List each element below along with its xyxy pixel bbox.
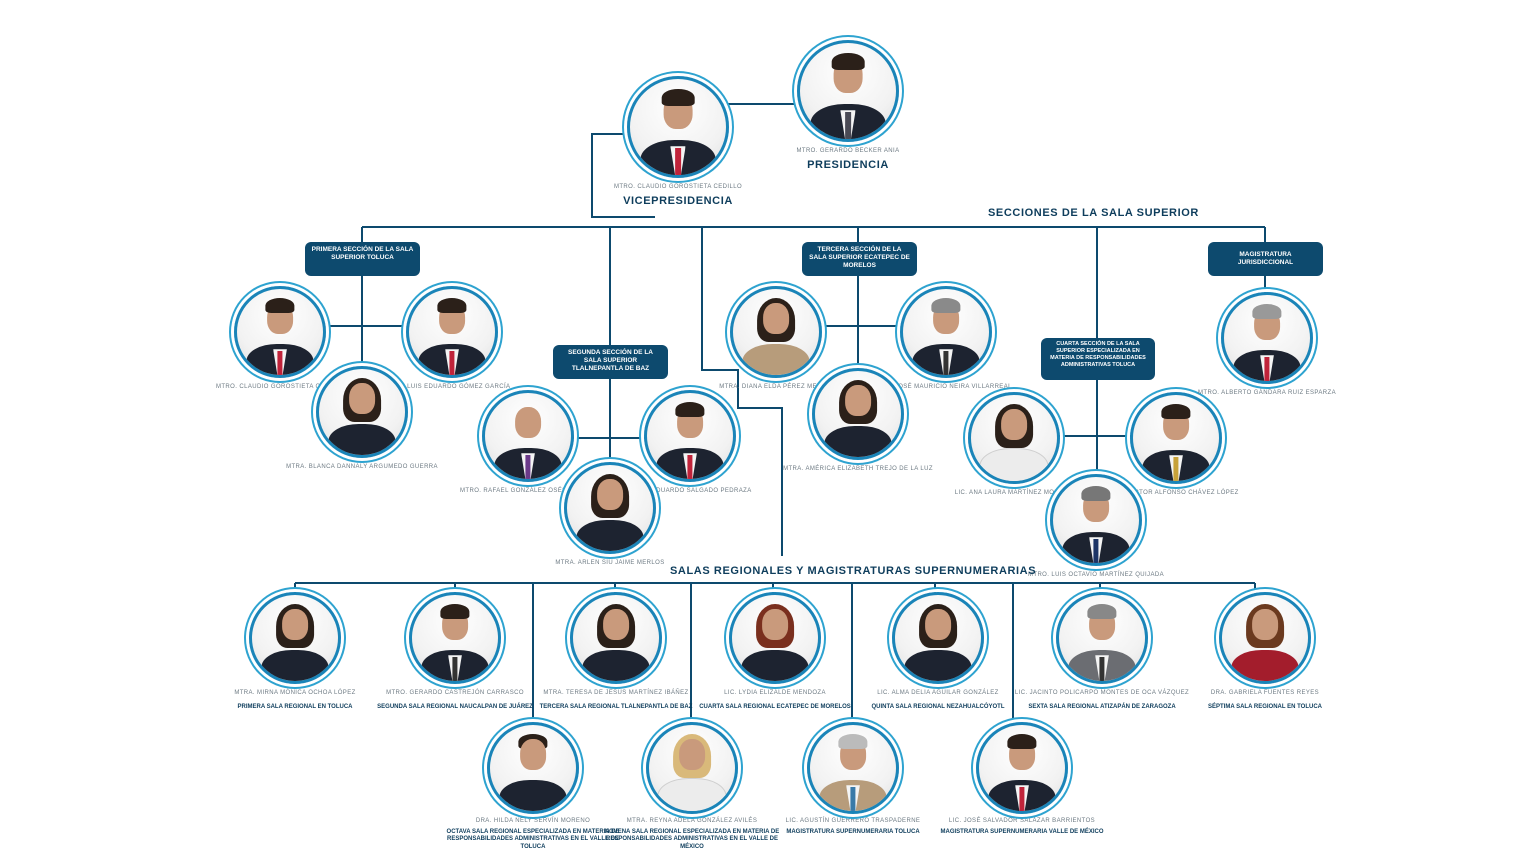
member-photo xyxy=(1050,474,1142,566)
member-name: MTRA. TERESA DE JESÚS MARTÍNEZ IBÁÑEZ xyxy=(543,690,689,696)
member-photo xyxy=(976,722,1068,814)
sala-node-9: MTRA. REYNA ADELA GONZÁLEZ AVILÉS NOVENA… xyxy=(602,722,782,851)
member-c2: LIC. VÍCTOR ALFONSO CHÁVEZ LÓPEZ xyxy=(1086,392,1266,498)
member-name: LIC. ANA LAURA MARTÍNEZ MORENO xyxy=(954,490,1074,496)
member-t2: LIC. JOSÉ MAURICIO NEIRA VILLARREAL xyxy=(856,286,1036,392)
member-name: MTRO. EDUARDO SALGADO PEDRAZA xyxy=(628,488,752,494)
vicepresident-name: MTRO. CLAUDIO GOROSTIETA CEDILLO xyxy=(613,184,743,190)
member-photo xyxy=(487,722,579,814)
member-photo xyxy=(900,286,992,378)
sala-name: SEXTA SALA REGIONAL ATIZAPÁN DE ZARAGOZA xyxy=(1028,703,1176,710)
sala-node-8: DRA. HILDA NELY SERVÍN MORENO OCTAVA SAL… xyxy=(443,722,623,851)
member-photo xyxy=(812,368,904,460)
presidencia-node: MTRO. GERARDO BECKER ANIA PRESIDENCIA xyxy=(758,40,938,171)
sala-node-7: DRA. GABRIELA FUENTES REYES SÉPTIMA SALA… xyxy=(1175,592,1355,711)
member-name: DRA. HILDA NELY SERVÍN MORENO xyxy=(475,818,591,824)
member-c3: MTRO. LUIS OCTAVIO MARTÍNEZ QUIJADA xyxy=(1006,474,1186,580)
sala-node-11: LIC. JOSÉ SALVADOR SALAZAR BARRIENTOS MA… xyxy=(932,722,1112,836)
sala-name: SÉPTIMA SALA REGIONAL EN TOLUCA xyxy=(1207,703,1322,710)
member-name: LIC. ALMA DELIA AGUILAR GONZÁLEZ xyxy=(877,690,999,696)
sala-name: OCTAVA SALA REGIONAL ESPECIALIZADA EN MA… xyxy=(446,828,620,850)
member-photo xyxy=(729,592,821,684)
member-name: MTRO. LUIS OCTAVIO MARTÍNEZ QUIJADA xyxy=(1027,572,1164,578)
member-name: MTRA. BLANCA DANNALY ARGUMEDO GUERRA xyxy=(286,464,438,470)
sala-name: SEGUNDA SALA REGIONAL NAUCALPAN DE JUÁRE… xyxy=(377,703,533,710)
member-photo xyxy=(249,592,341,684)
member-photo xyxy=(234,286,326,378)
member-photo xyxy=(807,722,899,814)
sala-node-2: MTRO. GERARDO CASTREJÓN CARRASCO SEGUNDA… xyxy=(365,592,545,711)
member-name: LIC. VÍCTOR ALFONSO CHÁVEZ LÓPEZ xyxy=(1113,490,1239,496)
president-photo xyxy=(797,40,899,142)
member-name: MTRA. AMÉRICA ELIZABETH TREJO DE LA LUZ xyxy=(783,466,933,472)
member-photo xyxy=(644,390,736,482)
sala-name: TERCERA SALA REGIONAL TLALNEPANTLA DE BA… xyxy=(539,703,693,710)
president-name: MTRO. GERARDO BECKER ANIA xyxy=(796,148,900,154)
tercera-seccion-label: TERCERA SECCIÓN DE LA SALA SUPERIOR ECAT… xyxy=(802,242,917,276)
member-name: MTRO. GERARDO CASTREJÓN CARRASCO xyxy=(386,690,524,696)
sala-node-3: MTRA. TERESA DE JESÚS MARTÍNEZ IBÁÑEZ TE… xyxy=(526,592,706,711)
member-photo xyxy=(409,592,501,684)
member-name: DRA. GABRIELA FUENTES REYES xyxy=(1210,690,1320,696)
member-name: LIC. AGUSTÍN GUERRERO TRASPADERNE xyxy=(785,818,921,824)
member-photo xyxy=(646,722,738,814)
member-photo xyxy=(1221,292,1313,384)
sala-name: QUINTA SALA REGIONAL NEZAHUALCÓYOTL xyxy=(871,703,1005,710)
segunda-seccion-label: SEGUNDA SECCIÓN DE LA SALA SUPERIOR TLAL… xyxy=(553,345,668,379)
member-s1: MTRO. RAFAEL GONZÁLEZ OSÉS CEREZO xyxy=(438,390,618,496)
member-photo xyxy=(968,392,1060,484)
member-photo xyxy=(892,592,984,684)
member-name: LIC. JOSÉ SALVADOR SALAZAR BARRIENTOS xyxy=(948,818,1096,824)
sala-node-1: MTRA. MIRNA MÓNICA OCHOA LÓPEZ PRIMERA S… xyxy=(205,592,385,711)
president-role: PRESIDENCIA xyxy=(807,158,889,171)
member-t1: MTRA. DIANA ELDA PÉREZ MEDINA xyxy=(686,286,866,392)
sala-node-5: LIC. ALMA DELIA AGUILAR GONZÁLEZ QUINTA … xyxy=(848,592,1028,711)
member-name: LIC. LYDIA ELIZALDE MENDOZA xyxy=(724,690,826,696)
member-p1: MTRO. CLAUDIO GOROSTIETA CEDILLO xyxy=(190,286,370,392)
member-name: LIC. JOSÉ MAURICIO NEIRA VILLARREAL xyxy=(880,384,1012,390)
secciones-heading: SECCIONES DE LA SALA SUPERIOR xyxy=(988,207,1199,219)
member-t3: MTRA. AMÉRICA ELIZABETH TREJO DE LA LUZ xyxy=(768,368,948,474)
member-photo xyxy=(1219,592,1311,684)
member-p3: MTRA. BLANCA DANNALY ARGUMEDO GUERRA xyxy=(272,366,452,472)
cuarta-seccion-label: CUARTA SECCIÓN DE LA SALA SUPERIOR ESPEC… xyxy=(1041,338,1155,380)
member-name: MTRO. RAFAEL GONZÁLEZ OSÉS CEREZO xyxy=(460,488,596,494)
member-name: MTRA. DIANA ELDA PÉREZ MEDINA xyxy=(719,384,833,390)
member-name: MTRA. REYNA ADELA GONZÁLEZ AVILÉS xyxy=(626,818,758,824)
member-m1: MTRO. ALBERTO GÁNDARA RUIZ ESPARZA xyxy=(1177,292,1357,398)
member-photo xyxy=(406,286,498,378)
vicepresidencia-node: MTRO. CLAUDIO GOROSTIETA CEDILLO VICEPRE… xyxy=(588,76,768,207)
member-c1: LIC. ANA LAURA MARTÍNEZ MORENO xyxy=(924,392,1104,498)
member-photo xyxy=(316,366,408,458)
member-photo xyxy=(482,390,574,482)
member-name: LIC. JACINTO POLICARPO MONTES DE OCA VÁZ… xyxy=(1014,690,1190,696)
member-name: DR. LUIS EDUARDO GÓMEZ GARCÍA xyxy=(393,384,511,390)
member-name: MTRO. ALBERTO GÁNDARA RUIZ ESPARZA xyxy=(1198,390,1336,396)
sala-node-6: LIC. JACINTO POLICARPO MONTES DE OCA VÁZ… xyxy=(1012,592,1192,711)
member-s2: MTRO. EDUARDO SALGADO PEDRAZA xyxy=(600,390,780,496)
sala-node-4: LIC. LYDIA ELIZALDE MENDOZA CUARTA SALA … xyxy=(685,592,865,711)
sala-name: MAGISTRATURA SUPERNUMERARIA VALLE DE MÉX… xyxy=(940,828,1104,835)
vicepresident-role: VICEPRESIDENCIA xyxy=(623,194,733,207)
salas-heading: SALAS REGIONALES Y MAGISTRATURAS SUPERNU… xyxy=(670,565,1037,577)
sala-name: NOVENA SALA REGIONAL ESPECIALIZADA EN MA… xyxy=(604,828,780,850)
member-photo xyxy=(730,286,822,378)
member-s3: MTRA. ARLEN SIU JAIME MERLOS xyxy=(520,462,700,568)
sala-node-10: LIC. AGUSTÍN GUERRERO TRASPADERNE MAGIST… xyxy=(763,722,943,836)
primera-seccion-label: PRIMERA SECCIÓN DE LA SALA SUPERIOR TOLU… xyxy=(305,242,420,276)
member-photo xyxy=(1130,392,1222,484)
sala-name: CUARTA SALA REGIONAL ECATEPEC DE MORELOS xyxy=(699,703,851,710)
sala-name: MAGISTRATURA SUPERNUMERARIA TOLUCA xyxy=(786,828,920,835)
vicepresident-photo xyxy=(627,76,729,178)
member-photo xyxy=(570,592,662,684)
member-photo xyxy=(1056,592,1148,684)
member-p2: DR. LUIS EDUARDO GÓMEZ GARCÍA xyxy=(362,286,542,392)
member-photo xyxy=(564,462,656,554)
sala-name: PRIMERA SALA REGIONAL EN TOLUCA xyxy=(237,703,353,710)
member-name: MTRA. MIRNA MÓNICA OCHOA LÓPEZ xyxy=(234,690,356,696)
magistratura-label: MAGISTRATURA JURISDICCIONAL xyxy=(1208,242,1323,276)
member-name: MTRA. ARLEN SIU JAIME MERLOS xyxy=(555,560,665,566)
member-name: MTRO. CLAUDIO GOROSTIETA CEDILLO xyxy=(215,384,345,390)
